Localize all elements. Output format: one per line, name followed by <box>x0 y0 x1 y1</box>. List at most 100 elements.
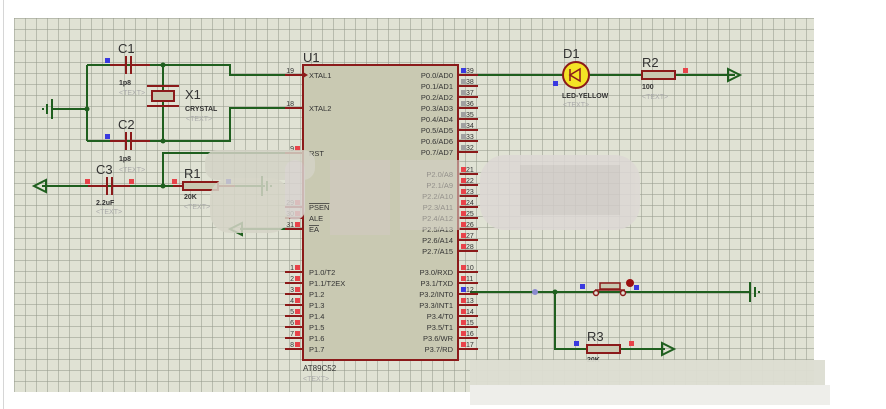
u1-pin-number: 11 <box>466 276 473 283</box>
c2-text: <TEXT> <box>119 167 145 174</box>
pin-marker-red <box>295 146 300 151</box>
terminal-arrow-c3-icon <box>31 178 47 194</box>
led-d1-icon <box>562 61 590 89</box>
u1-pin-name: P1.6 <box>309 334 324 343</box>
pin-marker-red <box>295 265 300 270</box>
marker-red <box>172 179 177 184</box>
probe-marker-icon <box>532 289 538 295</box>
u1-pin-number: 8 <box>290 342 294 349</box>
pin-marker <box>461 276 466 281</box>
marker-blue <box>553 81 558 86</box>
u1-pin-name: P1.2 <box>309 290 324 299</box>
pin-marker <box>461 320 466 325</box>
junction-dot <box>84 106 90 112</box>
u1-pin-name: XTAL2 <box>309 104 331 113</box>
c1-text: <TEXT> <box>119 90 145 97</box>
u1-pin-name: P3.1/TXD <box>420 279 453 288</box>
u1-pin-number: 25 <box>466 211 474 218</box>
pin-marker-red <box>295 309 300 314</box>
pin-marker-red <box>295 287 300 292</box>
marker-blue <box>634 285 639 290</box>
pin-marker-red <box>295 331 300 336</box>
x1-text: <TEXT> <box>186 116 212 123</box>
ground-left-icon <box>42 99 53 119</box>
u1-pin-number: 37 <box>466 90 474 97</box>
u1-pin-name: P1.3 <box>309 301 324 310</box>
u1-pin-number: 35 <box>466 112 474 119</box>
crystal-x1-icon <box>147 85 179 107</box>
pin-marker <box>461 79 466 84</box>
u1-pin-name: P0.3/AD3 <box>421 104 453 113</box>
watermark-blur <box>205 150 640 235</box>
pin-marker <box>461 112 466 117</box>
u1-pin-number: 22 <box>466 178 474 185</box>
u1-pin-name: P0.7/AD7 <box>421 148 453 157</box>
capacitor-c2-icon <box>110 132 150 150</box>
pin-marker <box>461 68 466 73</box>
r1-value: 20K <box>184 194 197 201</box>
u1-pin-name: P3.6/WR <box>423 334 454 343</box>
pin-marker <box>461 342 466 347</box>
wire-c1 <box>87 64 290 76</box>
pin-marker <box>461 167 466 172</box>
u1-pin-number: 7 <box>290 331 294 338</box>
u1-pin-name: P0.0/AD0 <box>421 71 453 80</box>
u1-pin-name: P0.4/AD4 <box>421 115 453 124</box>
u1-pin-name: P2.7/A15 <box>422 247 453 256</box>
resistor-r3-icon <box>586 344 621 354</box>
c3-ref: C3 <box>96 162 113 177</box>
u1-pin-number: 12 <box>466 287 474 294</box>
u1-pin-number: 27 <box>466 233 474 240</box>
u1-pin-number: 33 <box>466 134 474 141</box>
marker-blue <box>580 284 585 289</box>
u1-pin-number: 26 <box>466 222 474 229</box>
u1-pin-name: EA <box>309 225 319 234</box>
terminal-arrow-r3-icon <box>661 341 677 357</box>
terminal-arrow-r2-icon <box>727 67 743 83</box>
u1-pin-name: P0.5/AD5 <box>421 126 453 135</box>
pin-marker <box>461 134 466 139</box>
u1-pin-number: 36 <box>466 101 474 108</box>
c3-text: <TEXT> <box>96 209 122 216</box>
pin-marker <box>461 145 466 150</box>
u1-pin-number: 17 <box>466 342 474 349</box>
u1-pin-number: 23 <box>466 189 474 196</box>
pin-marker <box>461 200 466 205</box>
wire-c2 <box>87 107 290 142</box>
junction-dot <box>552 289 558 295</box>
u1-text-label: <TEXT> <box>303 376 329 383</box>
u1-pin-number: 10 <box>466 265 474 272</box>
pin-marker <box>461 189 466 194</box>
u1-pin-number: 3 <box>290 287 294 294</box>
u1-pin-name: P3.5/T1 <box>427 323 453 332</box>
u1-pin-name: P3.0/RXD <box>420 268 454 277</box>
u1-pin-name: RST <box>309 149 324 158</box>
u1-pin-number: 31 <box>286 222 294 229</box>
marker-red <box>85 179 90 184</box>
pin-marker <box>461 331 466 336</box>
pin-marker <box>461 123 466 128</box>
pin-marker-red <box>295 298 300 303</box>
u1-pin-number: 18 <box>286 101 294 108</box>
pin-marker <box>461 178 466 183</box>
pin-marker <box>461 298 466 303</box>
capacitor-c3-icon <box>88 177 130 195</box>
c2-value: 1p8 <box>119 156 131 163</box>
pin-marker <box>461 233 466 238</box>
u1-pin-number: 39 <box>466 68 474 75</box>
d1-value: LED-YELLOW <box>562 93 609 100</box>
pin-marker <box>461 211 466 216</box>
marker-red <box>683 68 688 73</box>
u1-pin-name: P3.4/T0 <box>427 312 453 321</box>
pushbutton-icon <box>592 282 627 297</box>
junction-dot <box>160 138 166 144</box>
pin-marker-red <box>295 276 300 281</box>
pin-marker-red <box>295 342 300 347</box>
c3-value: 2.2uF <box>96 200 115 207</box>
u1-pin-number: 5 <box>290 309 294 316</box>
pin-marker <box>461 244 466 249</box>
u1-pin-name: ALE <box>309 214 323 223</box>
pin-marker <box>461 265 466 270</box>
d1-text: <TEXT> <box>563 102 589 109</box>
